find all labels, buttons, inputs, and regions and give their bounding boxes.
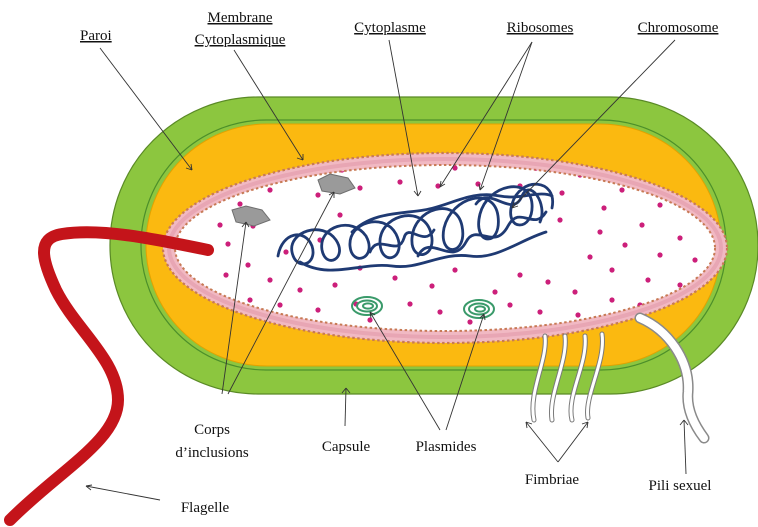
label-fimbriae: Fimbriae bbox=[525, 472, 579, 488]
label-corps-line1: Corps bbox=[194, 422, 230, 438]
cytoplasm bbox=[175, 165, 715, 331]
label-ribosomes: Ribosomes bbox=[507, 20, 574, 36]
label-pili: Pili sexuel bbox=[649, 478, 712, 494]
label-paroi: Paroi bbox=[80, 28, 112, 44]
label-plasmides: Plasmides bbox=[416, 439, 477, 455]
label-flagelle: Flagelle bbox=[181, 500, 230, 516]
label-chromosome: Chromosome bbox=[638, 20, 719, 36]
label-membrane-line1: Membrane bbox=[208, 10, 273, 26]
label-capsule: Capsule bbox=[322, 439, 371, 455]
label-cytoplasme: Cytoplasme bbox=[354, 20, 426, 36]
label-corps-line2: d’inclusions bbox=[175, 445, 248, 461]
label-membrane-line2: Cytoplasmique bbox=[195, 32, 286, 48]
